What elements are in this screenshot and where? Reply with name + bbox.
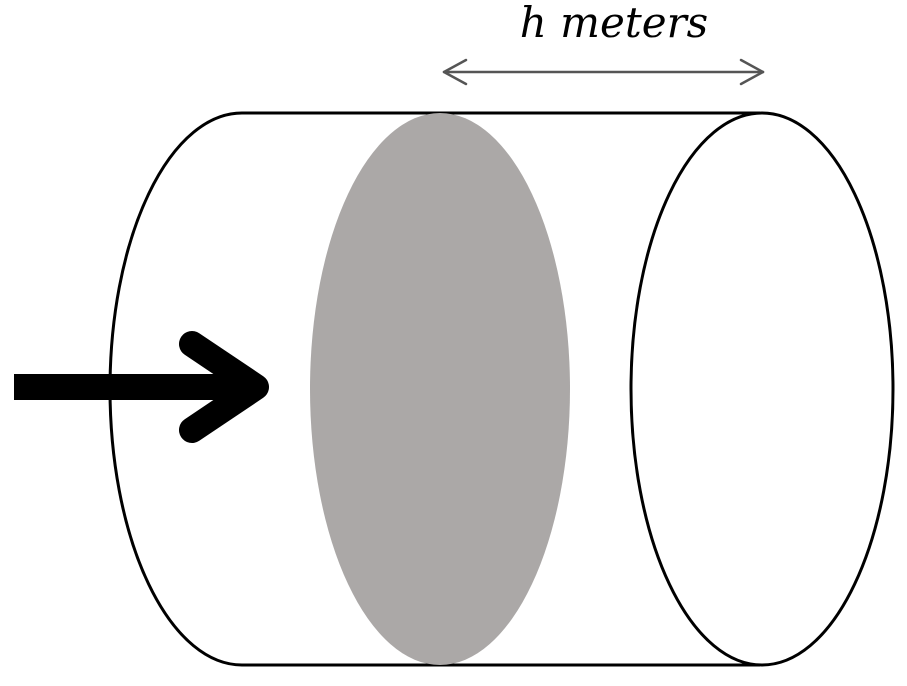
cross-section-disc bbox=[310, 113, 570, 665]
flow-arrow bbox=[14, 331, 269, 443]
dimension-arrow bbox=[442, 58, 765, 86]
dimension-label: h meters bbox=[520, 0, 708, 47]
flow-arrowhead bbox=[179, 331, 269, 443]
dimension-arrowhead-left bbox=[442, 58, 468, 86]
dimension-arrowhead-right bbox=[739, 58, 765, 86]
cylinder-end-cap bbox=[629, 111, 895, 667]
